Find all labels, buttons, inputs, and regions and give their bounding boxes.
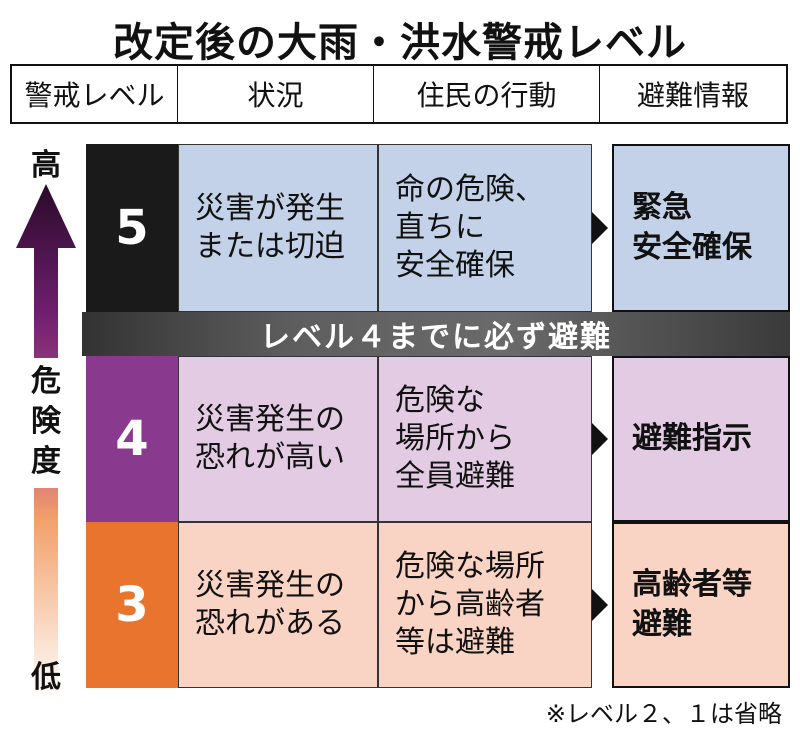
danger-scale: 高 危険度 低 xyxy=(10,140,82,720)
level-3-badge: 3 xyxy=(86,522,178,688)
chevron-right-icon xyxy=(592,212,608,244)
level-3-action: 危険な場所 から高齢者 等は避難 xyxy=(378,522,592,688)
danger-arrow-icon xyxy=(16,184,76,700)
level-3-info: 高齢者等 避難 xyxy=(612,522,790,688)
footnote: ※レベル２、１は省略 xyxy=(545,700,782,728)
page-title: 改定後の大雨・洪水警戒レベル xyxy=(113,20,687,66)
header-action: 住民の行動 xyxy=(374,66,600,122)
scale-middle-label: 危険度 xyxy=(31,364,61,479)
table-header: 警戒レベル 状況 住民の行動 避難情報 xyxy=(10,64,788,124)
level-4-action: 危険な 場所から 全員避難 xyxy=(378,356,592,522)
level-5-action: 命の危険、 直ちに 安全確保 xyxy=(378,144,592,312)
header-situation: 状況 xyxy=(178,66,374,122)
level-4-info: 避難指示 xyxy=(612,356,790,522)
header-info: 避難情報 xyxy=(636,79,749,112)
chevron-right-icon xyxy=(592,423,608,455)
chevron-right-icon xyxy=(592,589,608,621)
level-4-situation: 災害発生の 恐れが高い xyxy=(178,356,378,522)
level-5-situation: 災害が発生 または切迫 xyxy=(178,144,378,312)
level-4-badge: 4 xyxy=(86,356,178,522)
evacuate-by-level-4-band: レベル４までに必ず避難 xyxy=(82,312,790,356)
header-level: 警戒レベル xyxy=(12,66,178,122)
level-5-info: 緊急 安全確保 xyxy=(612,144,790,312)
scale-high-label: 高 xyxy=(31,148,61,183)
level-3-situation: 災害発生の 恐れがある xyxy=(178,522,378,688)
level-5-badge: 5 xyxy=(86,144,178,312)
scale-low-label: 低 xyxy=(31,660,61,695)
